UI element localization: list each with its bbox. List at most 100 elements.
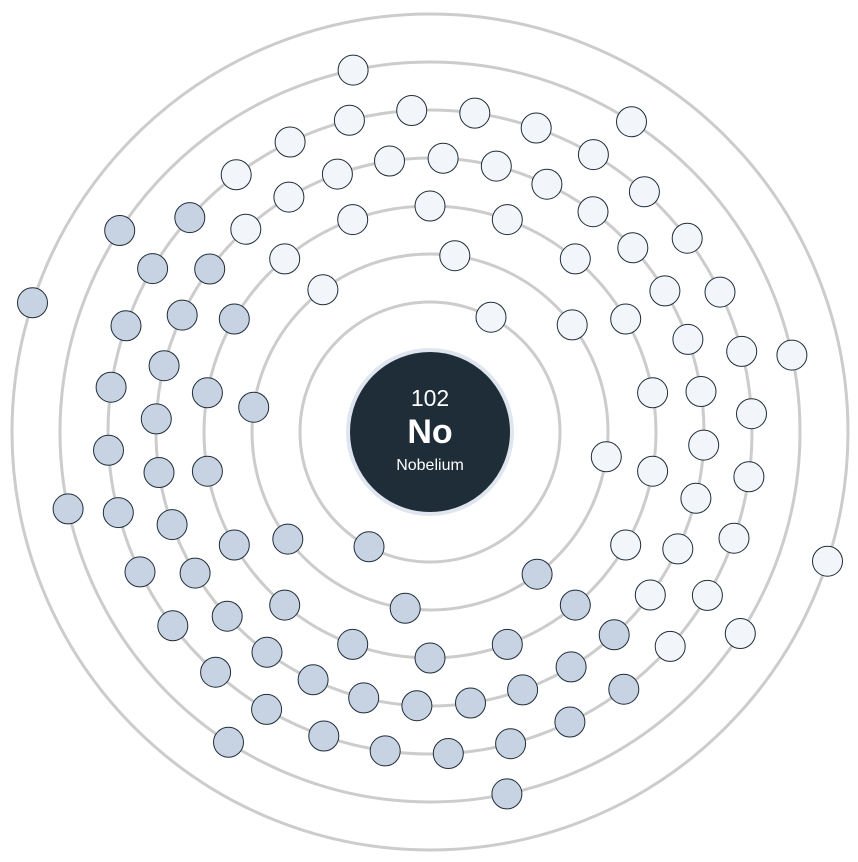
electron-shell-2 <box>521 558 553 590</box>
electron-shell-2 <box>556 309 588 341</box>
electron-shell-2 <box>389 592 421 624</box>
electron-shell-5 <box>174 202 206 234</box>
electron-shell-5 <box>95 371 127 403</box>
electron-shell-3 <box>610 529 642 561</box>
electron-shell-6 <box>104 215 136 246</box>
shell-7-orbit <box>10 12 850 852</box>
electron-shell-6 <box>776 339 808 371</box>
electron-shell-5 <box>110 310 142 342</box>
electron-shell-4 <box>194 253 226 285</box>
electron-shell-3 <box>414 642 446 674</box>
electron-shell-3 <box>491 628 523 660</box>
electron-shell-5 <box>554 706 586 738</box>
electron-shell-4 <box>179 557 211 589</box>
electron-shell-4 <box>297 664 329 696</box>
electron-shell-4 <box>374 145 405 177</box>
electron-shell-5 <box>251 693 283 725</box>
electron-shell-4 <box>143 457 175 488</box>
electron-shell-5 <box>93 434 124 466</box>
electron-shell-4 <box>555 651 587 683</box>
electron-shell-2 <box>439 240 471 272</box>
electrons <box>17 54 843 810</box>
electron-shell-4 <box>672 323 704 355</box>
electron-shell-3 <box>269 243 301 275</box>
electron-shell-4 <box>617 232 649 264</box>
electron-shell-5 <box>220 159 252 191</box>
electron-shell-3 <box>218 303 250 335</box>
electron-shell-4 <box>685 376 717 407</box>
electron-shell-3 <box>191 455 223 487</box>
electron-shell-5 <box>102 497 134 529</box>
electron-shell-5 <box>691 579 723 611</box>
shell-2-orbit <box>250 252 610 612</box>
electron-shell-5 <box>495 728 527 760</box>
shell-6-orbit <box>58 60 802 804</box>
electron-shell-6 <box>52 493 84 525</box>
electron-shell-5 <box>704 276 736 308</box>
electron-shell-3 <box>191 377 223 409</box>
electron-shell-4 <box>480 150 512 182</box>
electron-shell-1 <box>475 301 507 333</box>
electron-shell-6 <box>213 726 244 758</box>
electron-shell-3 <box>269 589 301 621</box>
electron-shell-3 <box>637 455 669 487</box>
electron-shell-4 <box>273 181 305 213</box>
shell-1-orbit <box>298 300 562 564</box>
electron-shell-5 <box>671 222 703 254</box>
electron-shell-3 <box>218 529 250 561</box>
electron-shell-4 <box>401 690 433 722</box>
electron-shell-5 <box>200 656 232 688</box>
electron-shell-4 <box>230 213 262 245</box>
electron-shell-5 <box>718 522 750 554</box>
electron-shell-5 <box>137 253 169 285</box>
electron-shell-7 <box>812 545 843 577</box>
electron-shell-2 <box>590 441 622 473</box>
electron-shell-5 <box>654 630 686 662</box>
electron-shell-4 <box>507 674 539 706</box>
electron-shell-7 <box>17 287 48 319</box>
electron-shell-4 <box>251 636 283 668</box>
electron-shell-5 <box>726 335 758 367</box>
electron-shell-3 <box>491 204 523 236</box>
electron-shell-5 <box>369 735 401 767</box>
electron-shell-5 <box>124 556 156 588</box>
electron-shell-4 <box>455 687 486 719</box>
electron-shell-6 <box>337 54 369 86</box>
electron-shell-3 <box>637 377 669 409</box>
electron-shell-4 <box>348 682 380 714</box>
electron-shell-3 <box>610 303 642 335</box>
electron-shell-4 <box>680 482 712 514</box>
electron-shell-3 <box>559 589 591 621</box>
electron-shell-4 <box>598 619 630 651</box>
electron-shell-4 <box>148 350 180 382</box>
electron-shell-5 <box>459 97 491 129</box>
electron-shell-4 <box>688 429 720 461</box>
electron-shell-5 <box>628 176 660 208</box>
electron-shell-3 <box>337 628 369 660</box>
electron-shell-1 <box>353 531 385 563</box>
electron-shell-5 <box>333 104 365 136</box>
atomic-number: 102 <box>411 385 449 411</box>
electron-shell-2 <box>307 274 339 306</box>
electron-shell-5 <box>274 126 306 158</box>
electron-shell-4 <box>577 196 609 228</box>
electron-shell-4 <box>156 509 188 541</box>
electron-shell-3 <box>559 243 591 275</box>
element-symbol: No <box>407 413 452 451</box>
electron-shell-6 <box>491 778 523 810</box>
electron-shell-6 <box>724 618 756 649</box>
electron-shell-5 <box>432 738 464 769</box>
electron-shell-5 <box>157 610 189 642</box>
electron-shell-5 <box>520 112 552 144</box>
electron-shell-3 <box>414 190 446 222</box>
element-name: Nobelium <box>396 457 464 474</box>
electron-shell-4 <box>166 299 198 331</box>
electron-shell-5 <box>396 95 428 126</box>
electron-shell-5 <box>608 673 640 705</box>
electron-shell-3 <box>337 204 369 236</box>
electron-shell-2 <box>272 523 304 555</box>
electron-shell-5 <box>733 461 765 493</box>
electron-shell-4 <box>140 403 172 435</box>
electron-shell-4 <box>211 600 243 632</box>
